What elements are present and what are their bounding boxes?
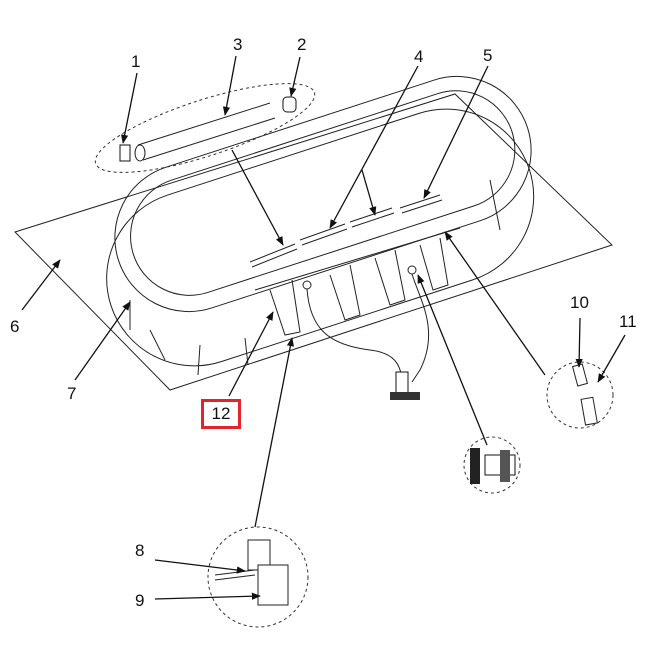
horizontal-beams bbox=[249, 194, 443, 268]
highlighted-label-12: 12 bbox=[201, 399, 241, 429]
label-9: 9 bbox=[135, 591, 144, 610]
label-1: 1 bbox=[131, 52, 140, 71]
label-2: 2 bbox=[297, 35, 306, 54]
label-10: 10 bbox=[570, 293, 589, 312]
filter-pump bbox=[302, 265, 429, 400]
label-4: 4 bbox=[414, 47, 423, 66]
detail-circle-leg bbox=[207, 526, 309, 628]
ground-cloth bbox=[14, 93, 613, 391]
detail-circle-valve bbox=[546, 361, 614, 429]
pool-top-ring bbox=[114, 75, 532, 313]
label-8: 8 bbox=[135, 541, 144, 560]
callout-arrows bbox=[21, 55, 626, 600]
detail-circle-plunger-valve bbox=[463, 436, 521, 494]
label-5: 5 bbox=[483, 46, 492, 65]
detail-circle-rail bbox=[94, 83, 316, 173]
label-3: 3 bbox=[233, 35, 242, 54]
u-shaped-legs bbox=[254, 227, 461, 336]
label-11: 11 bbox=[619, 312, 637, 331]
top-rail-parts bbox=[119, 96, 297, 162]
label-6: 6 bbox=[10, 317, 19, 336]
label-7: 7 bbox=[67, 384, 76, 403]
